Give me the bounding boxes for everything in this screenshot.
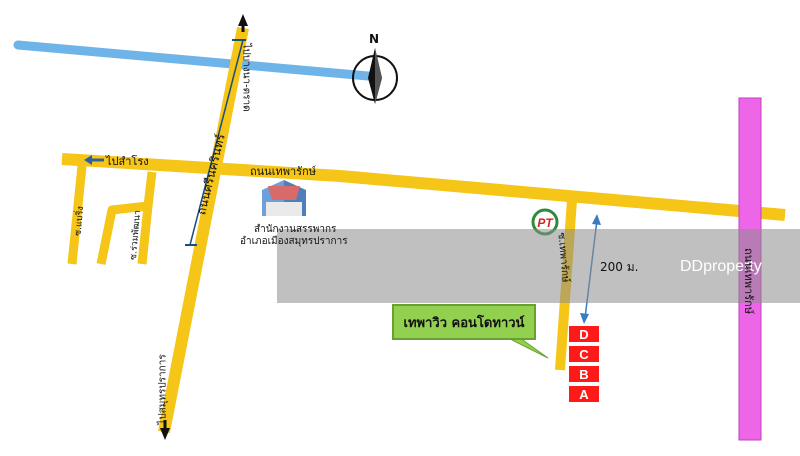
arrow-left-icon [84, 155, 92, 165]
building-block-d: D [569, 326, 599, 342]
highway-label-bangna: ถนนเทพารักษ์ [741, 248, 755, 314]
building-block-a: A [569, 386, 599, 402]
office-building-icon [262, 180, 306, 216]
road-bracket-line [189, 39, 244, 246]
canal [13, 40, 373, 81]
svg-text:PT: PT [537, 216, 554, 230]
building-block-b: B [569, 366, 599, 382]
building-block-c: C [569, 346, 599, 362]
watermark-text: DDproperty [680, 258, 762, 275]
callout-pointer [507, 337, 549, 359]
road-srinakarin [158, 26, 249, 434]
road-label-to-samut-prakan: ไปสมุทรปราการ [157, 354, 169, 425]
soi-left-2 [96, 171, 157, 265]
soi-left-1 [67, 165, 87, 265]
arrow-down-icon [160, 428, 170, 440]
road-label-to-samrong: ไปสำโรง [106, 155, 149, 168]
road-thepharak [61, 153, 786, 221]
soi-left-2-spur [137, 205, 153, 265]
distance-label: 200 ม. [600, 260, 639, 274]
soi-label-1: ซ.แบริ่ง [73, 205, 87, 237]
condo-callout: เทพาวิว คอนโดทาวน์ [392, 304, 536, 340]
road-label-thepharak: ถนนเทพารักษ์ [250, 165, 316, 178]
landmark-line2: อำเภอเมืองสมุทรปราการ [240, 236, 348, 247]
north-label: N [369, 32, 380, 46]
road-label-to-bangna-trad: ไปบางนา-ตราด [240, 43, 252, 112]
landmark-line1: สำนักงานสรรพากร [254, 224, 337, 235]
watermark-band [277, 229, 800, 303]
north-compass-icon [352, 48, 398, 104]
